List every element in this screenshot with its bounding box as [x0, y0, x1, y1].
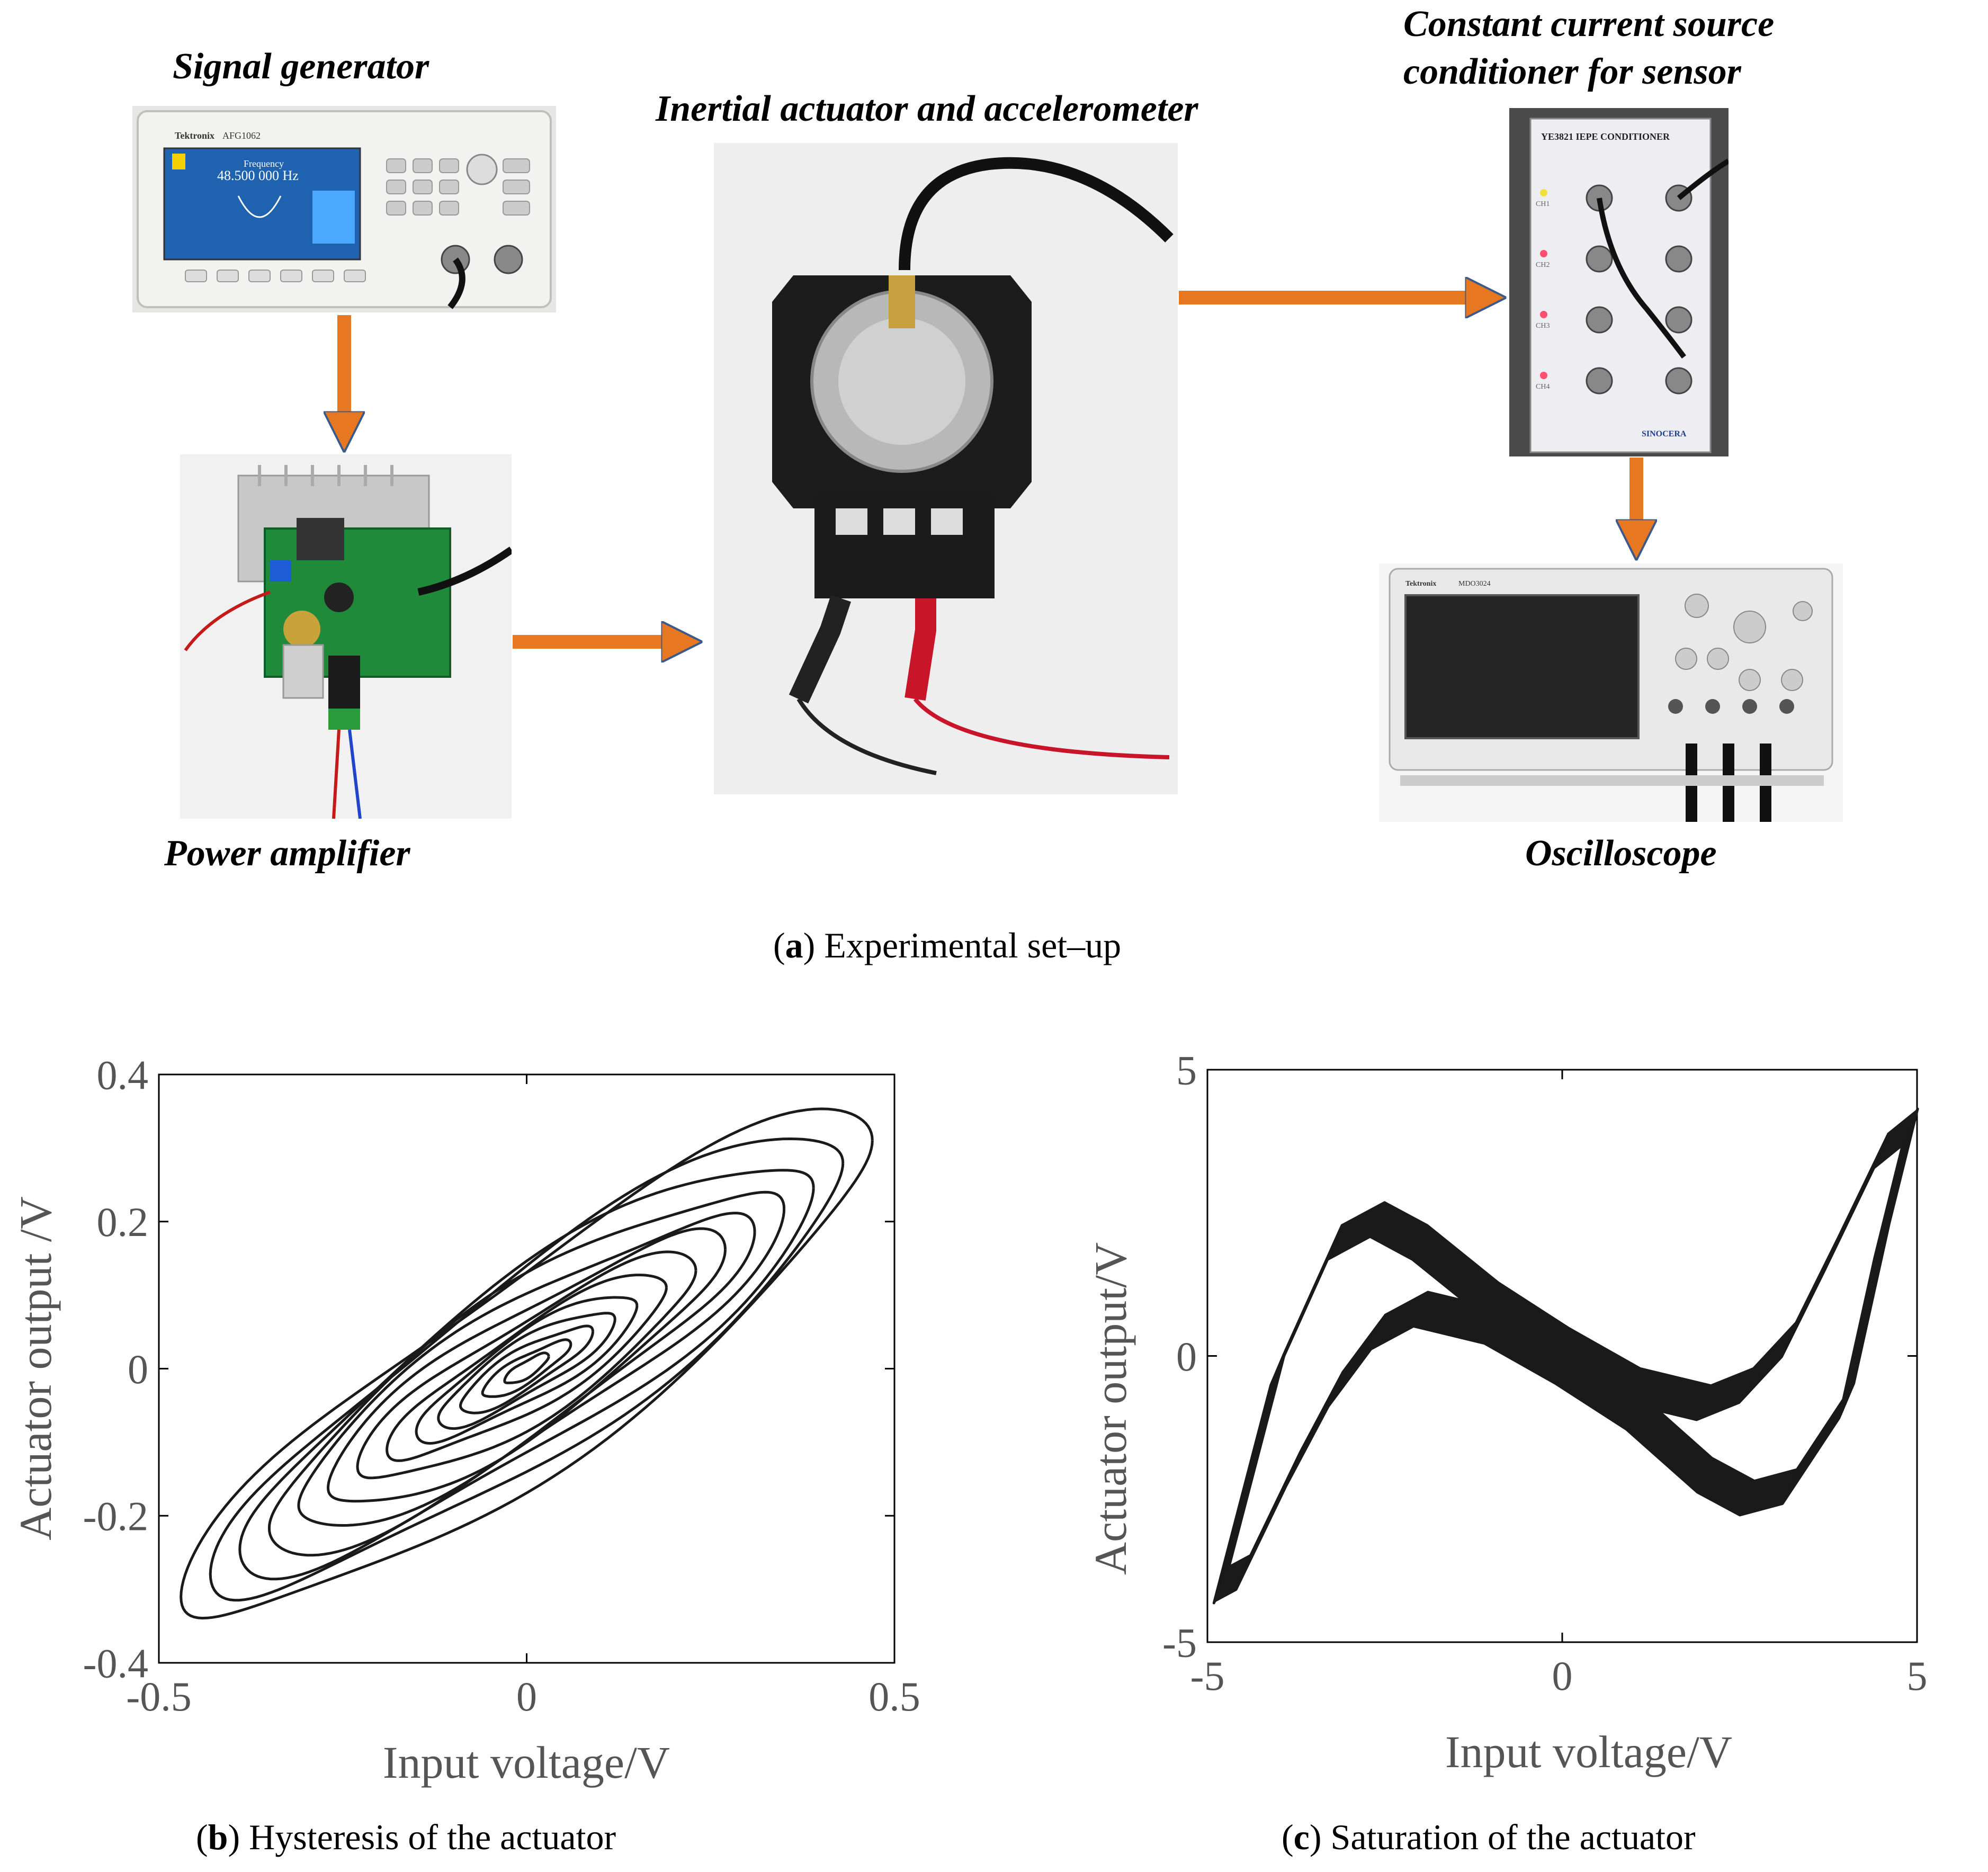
y-tick-label: -0.2	[83, 1493, 148, 1539]
scope-brand: Tektronix	[1405, 580, 1436, 588]
y-tick-label: 0	[1176, 1333, 1197, 1380]
hysteresis-loop-10	[238, 1169, 815, 1581]
y-tick-label: 0	[128, 1346, 148, 1392]
power-amplifier-photo	[180, 454, 512, 819]
setup-arrows	[0, 0, 1988, 847]
oscilloscope-photo: Tektronix MDO3024	[1379, 563, 1843, 822]
scope-model: MDO3024	[1458, 580, 1491, 588]
hysteresis-loop-1	[481, 1338, 572, 1398]
label-oscilloscope: Oscilloscope	[1525, 833, 1717, 874]
hysteresis-loop-12	[180, 1107, 874, 1620]
x-tick-label: 0.5	[868, 1673, 920, 1719]
conditioner-brand: SINOCERA	[1642, 429, 1687, 438]
x-tick-label: 0	[1552, 1653, 1573, 1699]
x-tick-label: 5	[1907, 1653, 1928, 1699]
actuator-photo	[714, 143, 1178, 794]
chart-b-ylabel: Actuator output /V	[10, 1196, 61, 1540]
hysteresis-loop-11	[209, 1137, 845, 1602]
generator-model: AFG1062	[222, 130, 261, 141]
label-conditioner-line2: conditioner for sensor	[1403, 51, 1741, 92]
x-tick-label: -5	[1190, 1653, 1225, 1699]
hysteresis-loop-8	[297, 1212, 756, 1527]
x-tick-label: -0.5	[126, 1673, 191, 1719]
caption-b: (b) Hysteresis of the actuator	[196, 1817, 616, 1857]
hysteresis-loop-3	[437, 1312, 616, 1430]
conditioner-ch4: CH4	[1536, 383, 1550, 391]
label-power-amplifier: Power amplifier	[164, 833, 410, 874]
conditioner-photo: YE3821 IEPE CONDITIONER CH1 CH2 CH3 CH4 …	[1509, 108, 1729, 456]
signal-generator-photo: Tektronix AFG1062 Frequency 48.500 000 H…	[132, 106, 556, 312]
label-conditioner-line1: Constant current source	[1403, 4, 1775, 44]
saturation-chart: -5 0 5 -5 0 5 Input voltage/V Actuator output…	[1085, 1047, 1928, 1777]
hysteresis-loop-7	[326, 1227, 727, 1503]
saturation-loop-17	[1213, 1109, 1918, 1602]
conditioner-ch1: CH1	[1536, 200, 1550, 208]
hysteresis-loop-6	[356, 1250, 697, 1480]
chart-b-frame	[158, 1073, 896, 1664]
chart-c-xlabel: Input voltage/V	[1445, 1726, 1732, 1777]
hysteresis-loop-2	[459, 1324, 594, 1414]
generator-brand: Tektronix	[175, 130, 214, 141]
saturation-loop-5	[1216, 1117, 1915, 1595]
hysteresis-loop-4	[415, 1296, 639, 1445]
y-tick-label: 0.4	[97, 1052, 149, 1098]
conditioner-title: YE3821 IEPE CONDITIONER	[1541, 131, 1670, 142]
conditioner-ch2: CH2	[1536, 261, 1550, 269]
hysteresis-loop-5	[386, 1274, 668, 1462]
chart-b-xlabel: Input voltage/V	[383, 1737, 670, 1788]
y-tick-label: 0.2	[97, 1199, 149, 1245]
conditioner-ch3: CH3	[1536, 322, 1550, 330]
caption-a: (a) Experimental set–up	[773, 925, 1122, 965]
generator-freq-label: Frequency	[244, 158, 284, 169]
label-inertial-actuator: Inertial actuator and accelerometer	[656, 88, 1198, 129]
y-tick-label: -5	[1162, 1619, 1197, 1665]
generator-freq: 48.500 000 Hz	[217, 168, 299, 183]
x-tick-label: 0	[516, 1673, 537, 1719]
hysteresis-loop-0	[503, 1351, 550, 1384]
y-tick-label: -0.4	[83, 1640, 148, 1686]
chart-c-ylabel: Actuator output/V	[1085, 1242, 1136, 1575]
y-tick-label: 5	[1176, 1047, 1197, 1093]
label-signal-generator: Signal generator	[173, 46, 429, 87]
caption-c: (c) Saturation of the actuator	[1282, 1817, 1696, 1857]
hysteresis-loop-9	[267, 1190, 786, 1557]
